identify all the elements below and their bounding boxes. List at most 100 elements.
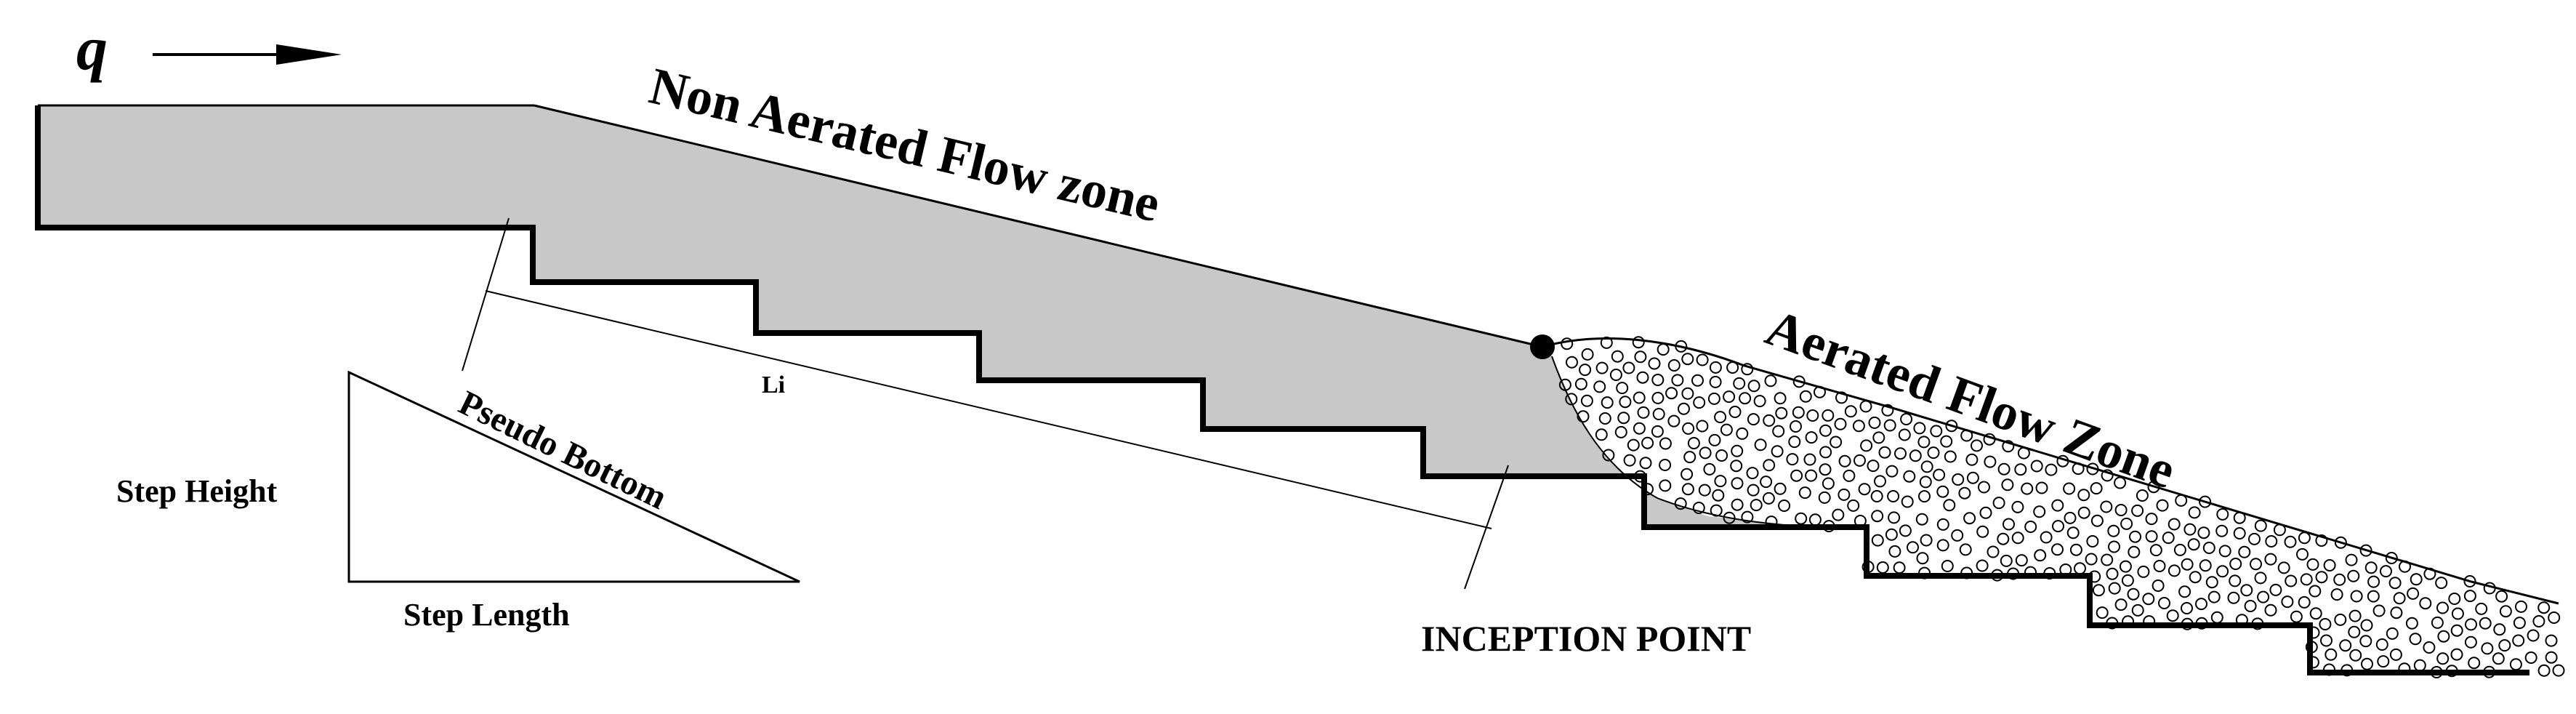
air-bubble — [1959, 543, 1972, 556]
air-bubble — [2361, 657, 2373, 670]
air-bubble — [2320, 634, 2333, 647]
air-bubble — [1774, 392, 1787, 405]
air-bubble — [1868, 416, 1881, 429]
air-bubble — [1763, 414, 1776, 427]
air-bubble — [1930, 425, 1943, 438]
air-bubble — [1772, 425, 1785, 438]
air-bubble — [1992, 497, 2005, 510]
air-bubble — [2532, 615, 2545, 627]
air-bubble — [2537, 601, 2551, 614]
air-bubble — [1627, 438, 1640, 452]
aerated-free-surface — [1542, 337, 2559, 605]
air-bubble — [1581, 348, 1594, 361]
air-bubble — [1888, 511, 1901, 524]
air-bubble — [1870, 490, 1883, 502]
air-bubble — [1651, 425, 1664, 438]
air-bubble — [1579, 364, 1592, 377]
air-bubble — [1636, 371, 1649, 384]
air-bubble — [1639, 457, 1652, 470]
air-bubble — [1834, 417, 1847, 430]
air-bubble — [2281, 595, 2294, 609]
air-bubble — [2189, 571, 2202, 584]
air-bubble — [1822, 409, 1835, 422]
air-bubble — [1760, 476, 1773, 489]
air-bubble — [2348, 609, 2362, 622]
air-bubble — [2323, 559, 2336, 571]
air-bubble — [2156, 499, 2169, 512]
air-bubble — [1720, 423, 1733, 436]
air-bubble — [1901, 495, 1914, 508]
air-bubble — [2216, 508, 2229, 521]
air-bubble — [1764, 374, 1777, 388]
air-bubble — [1741, 363, 1754, 376]
air-bubble — [1682, 422, 1695, 435]
air-bubble — [1723, 511, 1736, 524]
air-bubble — [1944, 450, 1957, 463]
air-bubble — [1692, 502, 1705, 514]
air-bubble — [2495, 590, 2508, 603]
step-height-label: Step Height — [116, 473, 278, 509]
air-bubble — [1616, 382, 1629, 395]
air-bubble — [2045, 463, 2058, 476]
air-bubble — [1696, 353, 1709, 366]
air-bubble — [1976, 525, 1989, 538]
air-bubble — [1652, 408, 1665, 420]
air-bubble — [2233, 527, 2246, 539]
air-bubble — [1699, 446, 1712, 460]
air-bubble — [2285, 574, 2298, 587]
air-bubble — [2377, 655, 2390, 668]
air-bubble — [1987, 545, 2000, 558]
air-bubble — [2114, 598, 2128, 611]
air-bubble — [2244, 600, 2257, 612]
air-bubble — [1799, 390, 1812, 403]
air-bubble — [2197, 526, 2210, 539]
air-bubble — [1754, 438, 1767, 452]
air-bubble — [2306, 558, 2319, 571]
air-bubble — [1617, 412, 1630, 425]
air-bubble — [1774, 482, 1787, 495]
air-bubble — [1822, 477, 1835, 490]
air-bubble — [1709, 361, 1722, 374]
air-bubble — [1593, 380, 1606, 393]
air-bubble — [1909, 449, 1922, 462]
air-bubble — [1786, 453, 1799, 466]
aerated-flow-region — [1542, 334, 2559, 673]
air-bubble — [1667, 414, 1681, 428]
air-bubble — [1838, 454, 1851, 468]
air-bubble — [2372, 604, 2386, 617]
air-bubble — [1623, 454, 1636, 467]
air-bubble — [2168, 564, 2181, 577]
air-bubble — [1966, 471, 1979, 484]
air-bubble — [2040, 531, 2053, 544]
air-bubble — [1971, 439, 1983, 452]
air-bubble — [1731, 444, 1744, 457]
air-bubble — [1941, 560, 1954, 572]
air-bubble — [2106, 567, 2119, 580]
air-bubble — [2120, 517, 2133, 530]
air-bubble — [2254, 519, 2267, 532]
air-bubble — [2107, 524, 2120, 537]
air-bubble — [1792, 406, 1805, 419]
air-bubble — [1819, 463, 1832, 476]
air-bubble — [2051, 499, 2064, 512]
air-bubble — [1633, 422, 1646, 435]
air-bubble — [2131, 504, 2144, 517]
air-bubble — [1771, 445, 1784, 458]
air-bubble — [2537, 664, 2551, 677]
air-bubble — [2448, 593, 2461, 605]
air-bubble — [2199, 495, 2212, 508]
air-bubble — [1806, 409, 1819, 422]
air-bubble — [2367, 575, 2380, 588]
air-bubble — [1595, 361, 1609, 374]
air-bubble — [2030, 460, 2043, 473]
air-bubble — [1715, 449, 1728, 462]
air-bubble — [1790, 420, 1802, 433]
air-bubble — [1898, 428, 1911, 441]
air-bubble — [2437, 630, 2450, 643]
air-bubble — [1819, 424, 1832, 437]
air-bubble — [2386, 627, 2399, 640]
air-bubble — [1920, 534, 1933, 547]
air-bubble — [1733, 377, 1746, 390]
air-bubble — [2248, 532, 2261, 545]
air-bubble — [1885, 465, 1899, 478]
